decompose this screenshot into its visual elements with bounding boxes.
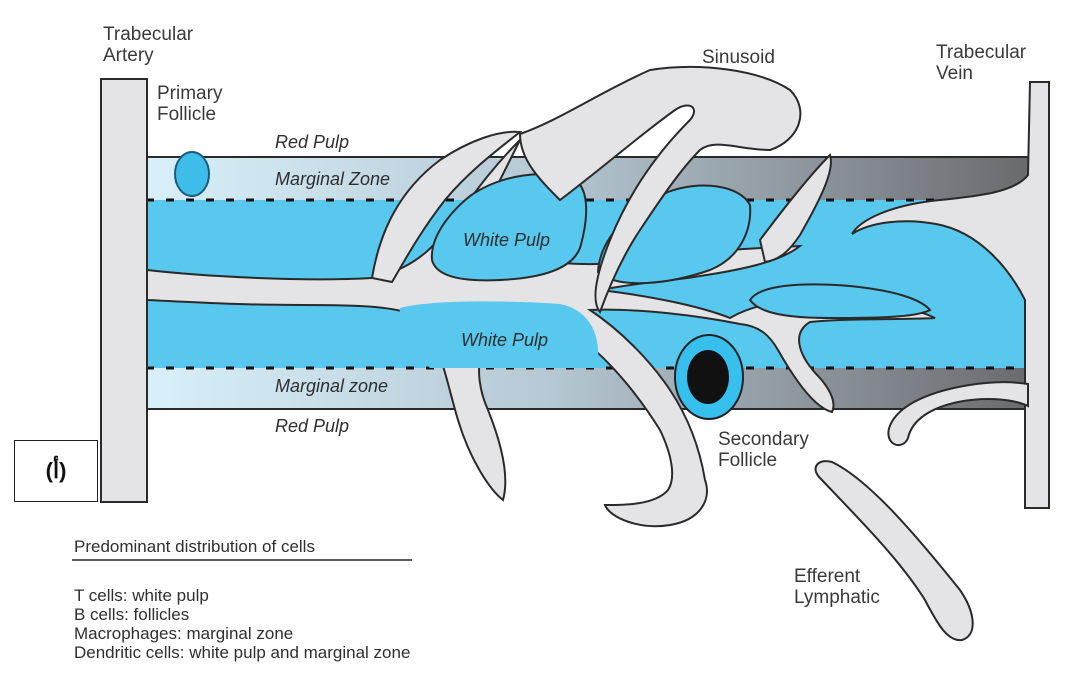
efferent-lymphatic	[816, 461, 973, 640]
panel-label: (أ)	[46, 458, 67, 484]
red-pulp-bottom-label: Red Pulp	[275, 416, 349, 437]
trabecular-artery	[101, 79, 147, 502]
legend-item: Macrophages: marginal zone	[74, 624, 293, 644]
sinusoid-label: Sinusoid	[702, 47, 775, 68]
legend-item: B cells: follicles	[74, 605, 189, 625]
red-pulp-top-label: Red Pulp	[275, 132, 349, 153]
white-pulp-bottom-label: White Pulp	[461, 330, 548, 351]
legend-heading: Predominant distribution of cells	[74, 537, 315, 557]
legend-item: Dendritic cells: white pulp and marginal…	[74, 643, 410, 663]
legend-item: T cells: white pulp	[74, 586, 209, 606]
primary-follicle	[175, 152, 209, 196]
panel-label-box: (أ)	[14, 440, 98, 502]
marginal-zone-bottom-label: Marginal zone	[275, 376, 388, 397]
white-pulp-top-label: White Pulp	[463, 230, 550, 251]
marginal-zone-top-label: Marginal Zone	[275, 169, 390, 190]
secondary-follicle-germinal-center	[687, 350, 729, 404]
